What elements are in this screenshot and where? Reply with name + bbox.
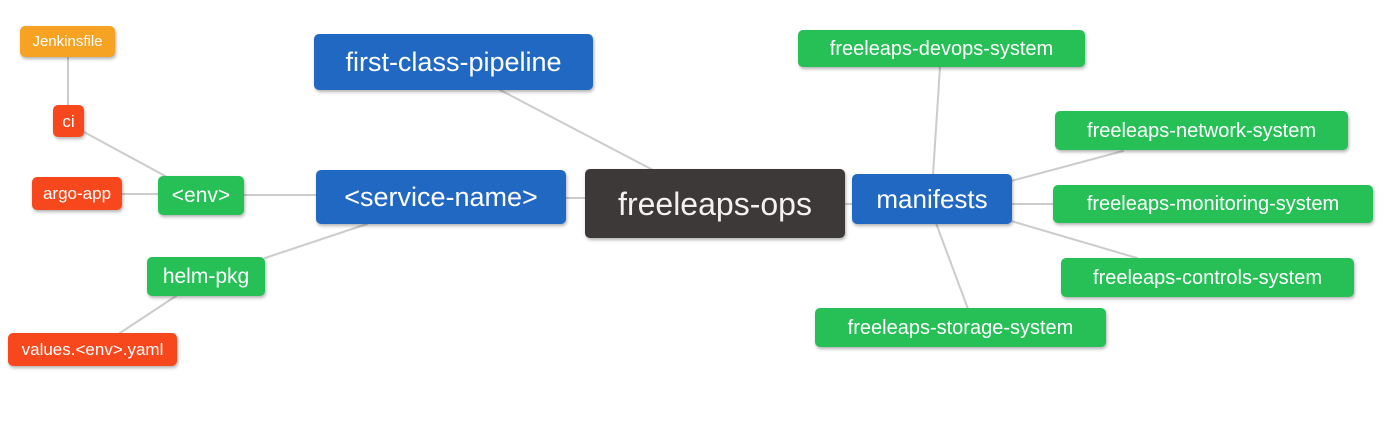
node-ci[interactable]: ci [53,105,84,137]
edge-manifests-devops [932,66,941,176]
edge-manifests-controls [1010,220,1138,259]
node-service-name[interactable]: <service-name> [316,170,566,224]
node-manifests[interactable]: manifests [852,174,1012,224]
edge-manifests-storage [935,222,969,310]
edge-helm-pkg-values [119,295,177,334]
edge-manifests-network [1010,150,1124,182]
node-helm-pkg[interactable]: helm-pkg [147,257,265,296]
node-freeleaps-network-system[interactable]: freeleaps-network-system [1055,111,1348,150]
node-freeleaps-storage-system[interactable]: freeleaps-storage-system [815,308,1106,347]
node-values-env-yaml[interactable]: values.<env>.yaml [8,333,177,366]
node-first-class-pipeline[interactable]: first-class-pipeline [314,34,593,90]
node-jenkinsfile[interactable]: Jenkinsfile [20,26,115,57]
edge-ci-env [83,131,168,178]
node-freeleaps-controls-system[interactable]: freeleaps-controls-system [1061,258,1354,297]
node-env[interactable]: <env> [158,176,244,215]
edge-pipeline-freeleaps-ops [499,89,654,171]
node-argo-app[interactable]: argo-app [32,177,122,210]
node-freeleaps-ops[interactable]: freeleaps-ops [585,169,845,238]
edge-service-name-helm-pkg [264,223,368,259]
node-freeleaps-monitoring-system[interactable]: freeleaps-monitoring-system [1053,185,1373,223]
node-freeleaps-devops-system[interactable]: freeleaps-devops-system [798,30,1085,67]
